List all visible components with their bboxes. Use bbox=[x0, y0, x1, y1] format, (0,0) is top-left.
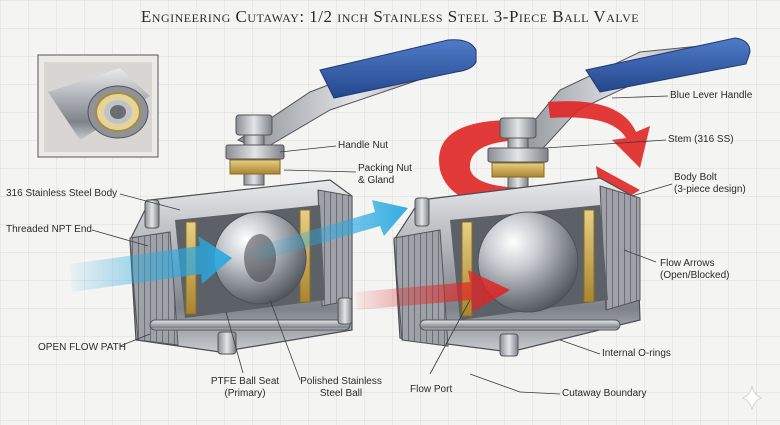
inset-detail bbox=[37, 54, 159, 158]
label-cutaway-boundary: Cutaway Boundary bbox=[562, 388, 647, 399]
label-body-bolt-line1: Body Bolt bbox=[674, 172, 717, 183]
label-flow-port: Flow Port bbox=[410, 384, 453, 395]
label-flow-arrows-line1: Flow Arrows bbox=[660, 258, 715, 269]
leader-lines bbox=[91, 95, 673, 395]
label-ball-line1: Polished Stainless bbox=[300, 376, 382, 387]
sparkle-icon bbox=[741, 385, 763, 411]
label-ptfe-seat-line1: PTFE Ball Seat bbox=[210, 376, 280, 387]
label-flow-arrows-line2: (Open/Blocked) bbox=[660, 270, 730, 281]
label-body-bolt-line2: (3-piece design) bbox=[674, 184, 746, 195]
label-flow-arrows: Flow Arrows (Open/Blocked) bbox=[660, 258, 729, 282]
label-body: 316 Stainless Steel Body bbox=[6, 188, 118, 199]
label-threaded-end: Threaded NPT End bbox=[6, 224, 92, 235]
label-packing-nut-line1: Packing Nut bbox=[358, 163, 412, 174]
open-valve bbox=[70, 39, 477, 355]
label-body-bolt: Body Bolt (3-piece design) bbox=[674, 172, 746, 196]
label-packing-nut-line2: & Gland bbox=[358, 175, 395, 186]
label-blue-lever: Blue Lever Handle bbox=[670, 90, 753, 101]
closed-valve bbox=[355, 37, 751, 357]
label-internal-orings: Internal O-rings bbox=[602, 348, 671, 359]
label-ball: Polished Stainless Steel Ball bbox=[296, 376, 386, 400]
label-packing-nut: Packing Nut & Gland bbox=[358, 163, 412, 187]
label-open-flow-path: OPEN FLOW PATH bbox=[38, 342, 126, 353]
label-stem: Stem (316 SS) bbox=[668, 134, 734, 145]
label-ball-line2: Steel Ball bbox=[319, 388, 363, 399]
label-handle-nut: Handle Nut bbox=[338, 140, 389, 151]
diagram-title: Engineering Cutaway: 1/2 inch Stainless … bbox=[140, 7, 640, 26]
label-ptfe-seat: PTFE Ball Seat (Primary) bbox=[205, 376, 285, 400]
label-ptfe-seat-line2: (Primary) bbox=[224, 388, 266, 399]
